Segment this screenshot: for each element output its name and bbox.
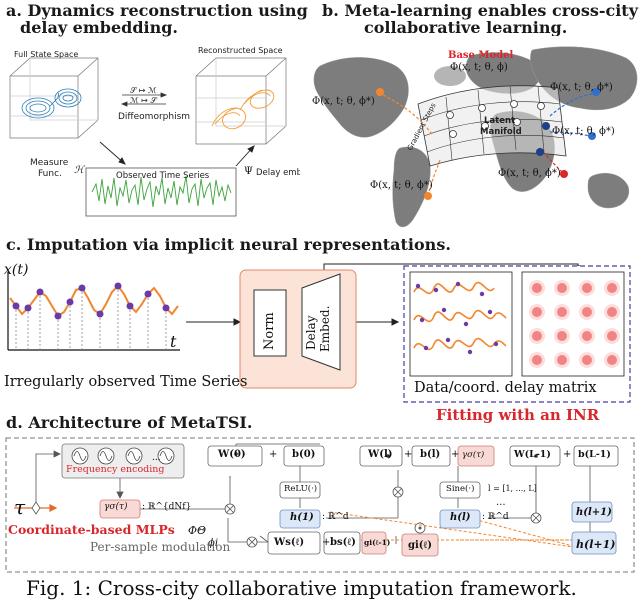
- y-axis-label: x(t): [4, 262, 29, 278]
- gs-label: gi(ℓ): [408, 540, 433, 551]
- b0-label: b(0): [292, 449, 316, 460]
- figure-caption: Fig. 1: Cross-city collaborative imputat…: [26, 576, 577, 600]
- norm-box: [253, 289, 287, 357]
- gamma-sigma-tau: γσ(τ): [462, 450, 485, 460]
- base-model-formula: Φ(x, t; θ, ϕ): [450, 62, 508, 73]
- reconstructed-space-box: [195, 57, 287, 145]
- bl1-label: b(L-1): [578, 449, 611, 460]
- x-axis-label: t: [170, 332, 177, 351]
- city-dots: [376, 88, 600, 200]
- panel-c-graphic: [7, 263, 631, 403]
- panel-b-title-line2: collaborative learning.: [364, 18, 568, 37]
- delay-label: Delay emb.: [256, 168, 305, 178]
- full-state-space-box: [9, 57, 99, 139]
- h1-dim: : ℝ^d: [322, 512, 349, 522]
- measure-line2: Func.: [38, 169, 62, 179]
- measure-line1: Measure: [30, 158, 69, 168]
- per-sample-label: Per-sample modulation: [90, 540, 231, 554]
- gs-prev-label: gi(ℓ-1): [364, 538, 391, 547]
- lorenz-attractor-right: [211, 89, 275, 130]
- panel-c-title: c. Imputation via implicit neural repres…: [6, 235, 451, 254]
- plus-2: +: [404, 449, 413, 460]
- bl-label: b(l): [420, 449, 441, 460]
- dots-label: ...: [496, 497, 506, 508]
- wl1-label: W(L-1): [514, 449, 551, 460]
- norm-label: Norm: [262, 312, 277, 350]
- panel-a-graphic: [9, 57, 287, 217]
- reconstructed-label: Reconstructed Space: [198, 46, 283, 55]
- lorenz-attractor-left: [21, 88, 82, 119]
- panel-b-title-line1: b. Meta-learning enables cross-city: [322, 1, 638, 20]
- plus-3: +: [451, 449, 460, 460]
- panel-b-graphic: [300, 36, 640, 232]
- hl-plus-label: h(l+1): [576, 507, 612, 518]
- formula-right-mid: Φ(x, t; θ, ϕ*): [552, 126, 615, 137]
- delay-line1: Delay: [304, 315, 318, 351]
- hl-label: h(l): [450, 512, 471, 523]
- latent-line2: Manifold: [480, 127, 522, 137]
- ws-label: Ws(ℓ): [274, 537, 305, 548]
- panel-a-title-line2: delay embedding.: [20, 18, 178, 37]
- phi-i: ϕi: [208, 538, 219, 549]
- hl-dim: : ℝ^d: [482, 512, 509, 522]
- plus-5: +: [322, 537, 331, 548]
- hl-plus-big-label: h(l+1): [576, 538, 616, 551]
- gamma-label: γσ(τ): [104, 502, 128, 512]
- plus-4: +: [563, 449, 572, 460]
- delay-embed-trapezoid: [301, 273, 341, 371]
- phi-theta: ΦΘ: [188, 524, 207, 537]
- delay-symbol: Ψ: [244, 166, 253, 177]
- fitting-label: Fitting with an INR: [436, 406, 600, 424]
- series-curve: [9, 284, 179, 318]
- map-backward: ℳ ↦ 𝒮: [130, 96, 157, 105]
- formula-right-bottom: Φ(x, t; θ, ϕ*): [498, 168, 561, 179]
- matrix-label: Data/coord. delay matrix: [414, 380, 597, 396]
- l-range: l = [1, ..., L]: [488, 484, 537, 493]
- latent-line1: Latent: [484, 116, 516, 126]
- h1-label: h(1): [290, 512, 314, 523]
- measure-symbol: ℋ: [74, 165, 84, 176]
- map-forward: 𝒮 ↦ ℳ: [130, 86, 157, 95]
- formula-left: Φ(x, t; θ, ϕ*): [312, 96, 375, 107]
- observed-ts-label: Observed Time Series: [116, 171, 210, 181]
- observed-series-line: [91, 175, 232, 208]
- svg-text:...: ...: [152, 453, 161, 463]
- panel-d-title: d. Architecture of MetaTSI.: [6, 413, 253, 432]
- freq-label: Frequency encoding: [66, 464, 165, 475]
- coord-mlp-label: Coordinate-based MLPs: [8, 522, 175, 537]
- w0-label: W(0): [218, 449, 246, 460]
- latent-manifold: [417, 85, 567, 167]
- diffeo-label: Diffeomorphism: [118, 112, 191, 122]
- formula-bottom: Φ(x, t; θ, ϕ*): [370, 180, 433, 191]
- full-state-label: Full State Space: [14, 50, 79, 59]
- tau-label: τ: [14, 495, 26, 519]
- relu-label: ReLU(·): [284, 484, 318, 494]
- wl-label: W(l): [368, 449, 393, 460]
- panel-d-graphic: ...: [5, 437, 635, 573]
- panel-a-title-line1: a. Dynamics reconstruction using: [6, 1, 308, 20]
- irregular-label: Irregularly observed Time Series: [4, 374, 248, 390]
- formula-right-top: Φ(x, t; θ, ϕ*): [550, 82, 613, 93]
- base-model-label: Base Model: [448, 50, 514, 61]
- plus-1: +: [269, 449, 278, 460]
- bs-label: bs(ℓ): [330, 537, 356, 548]
- sine-label: Sine(·): [446, 484, 475, 494]
- gamma-dim: : ℝ^{dNf}: [142, 502, 192, 512]
- delay-line2: Embed.: [318, 305, 332, 352]
